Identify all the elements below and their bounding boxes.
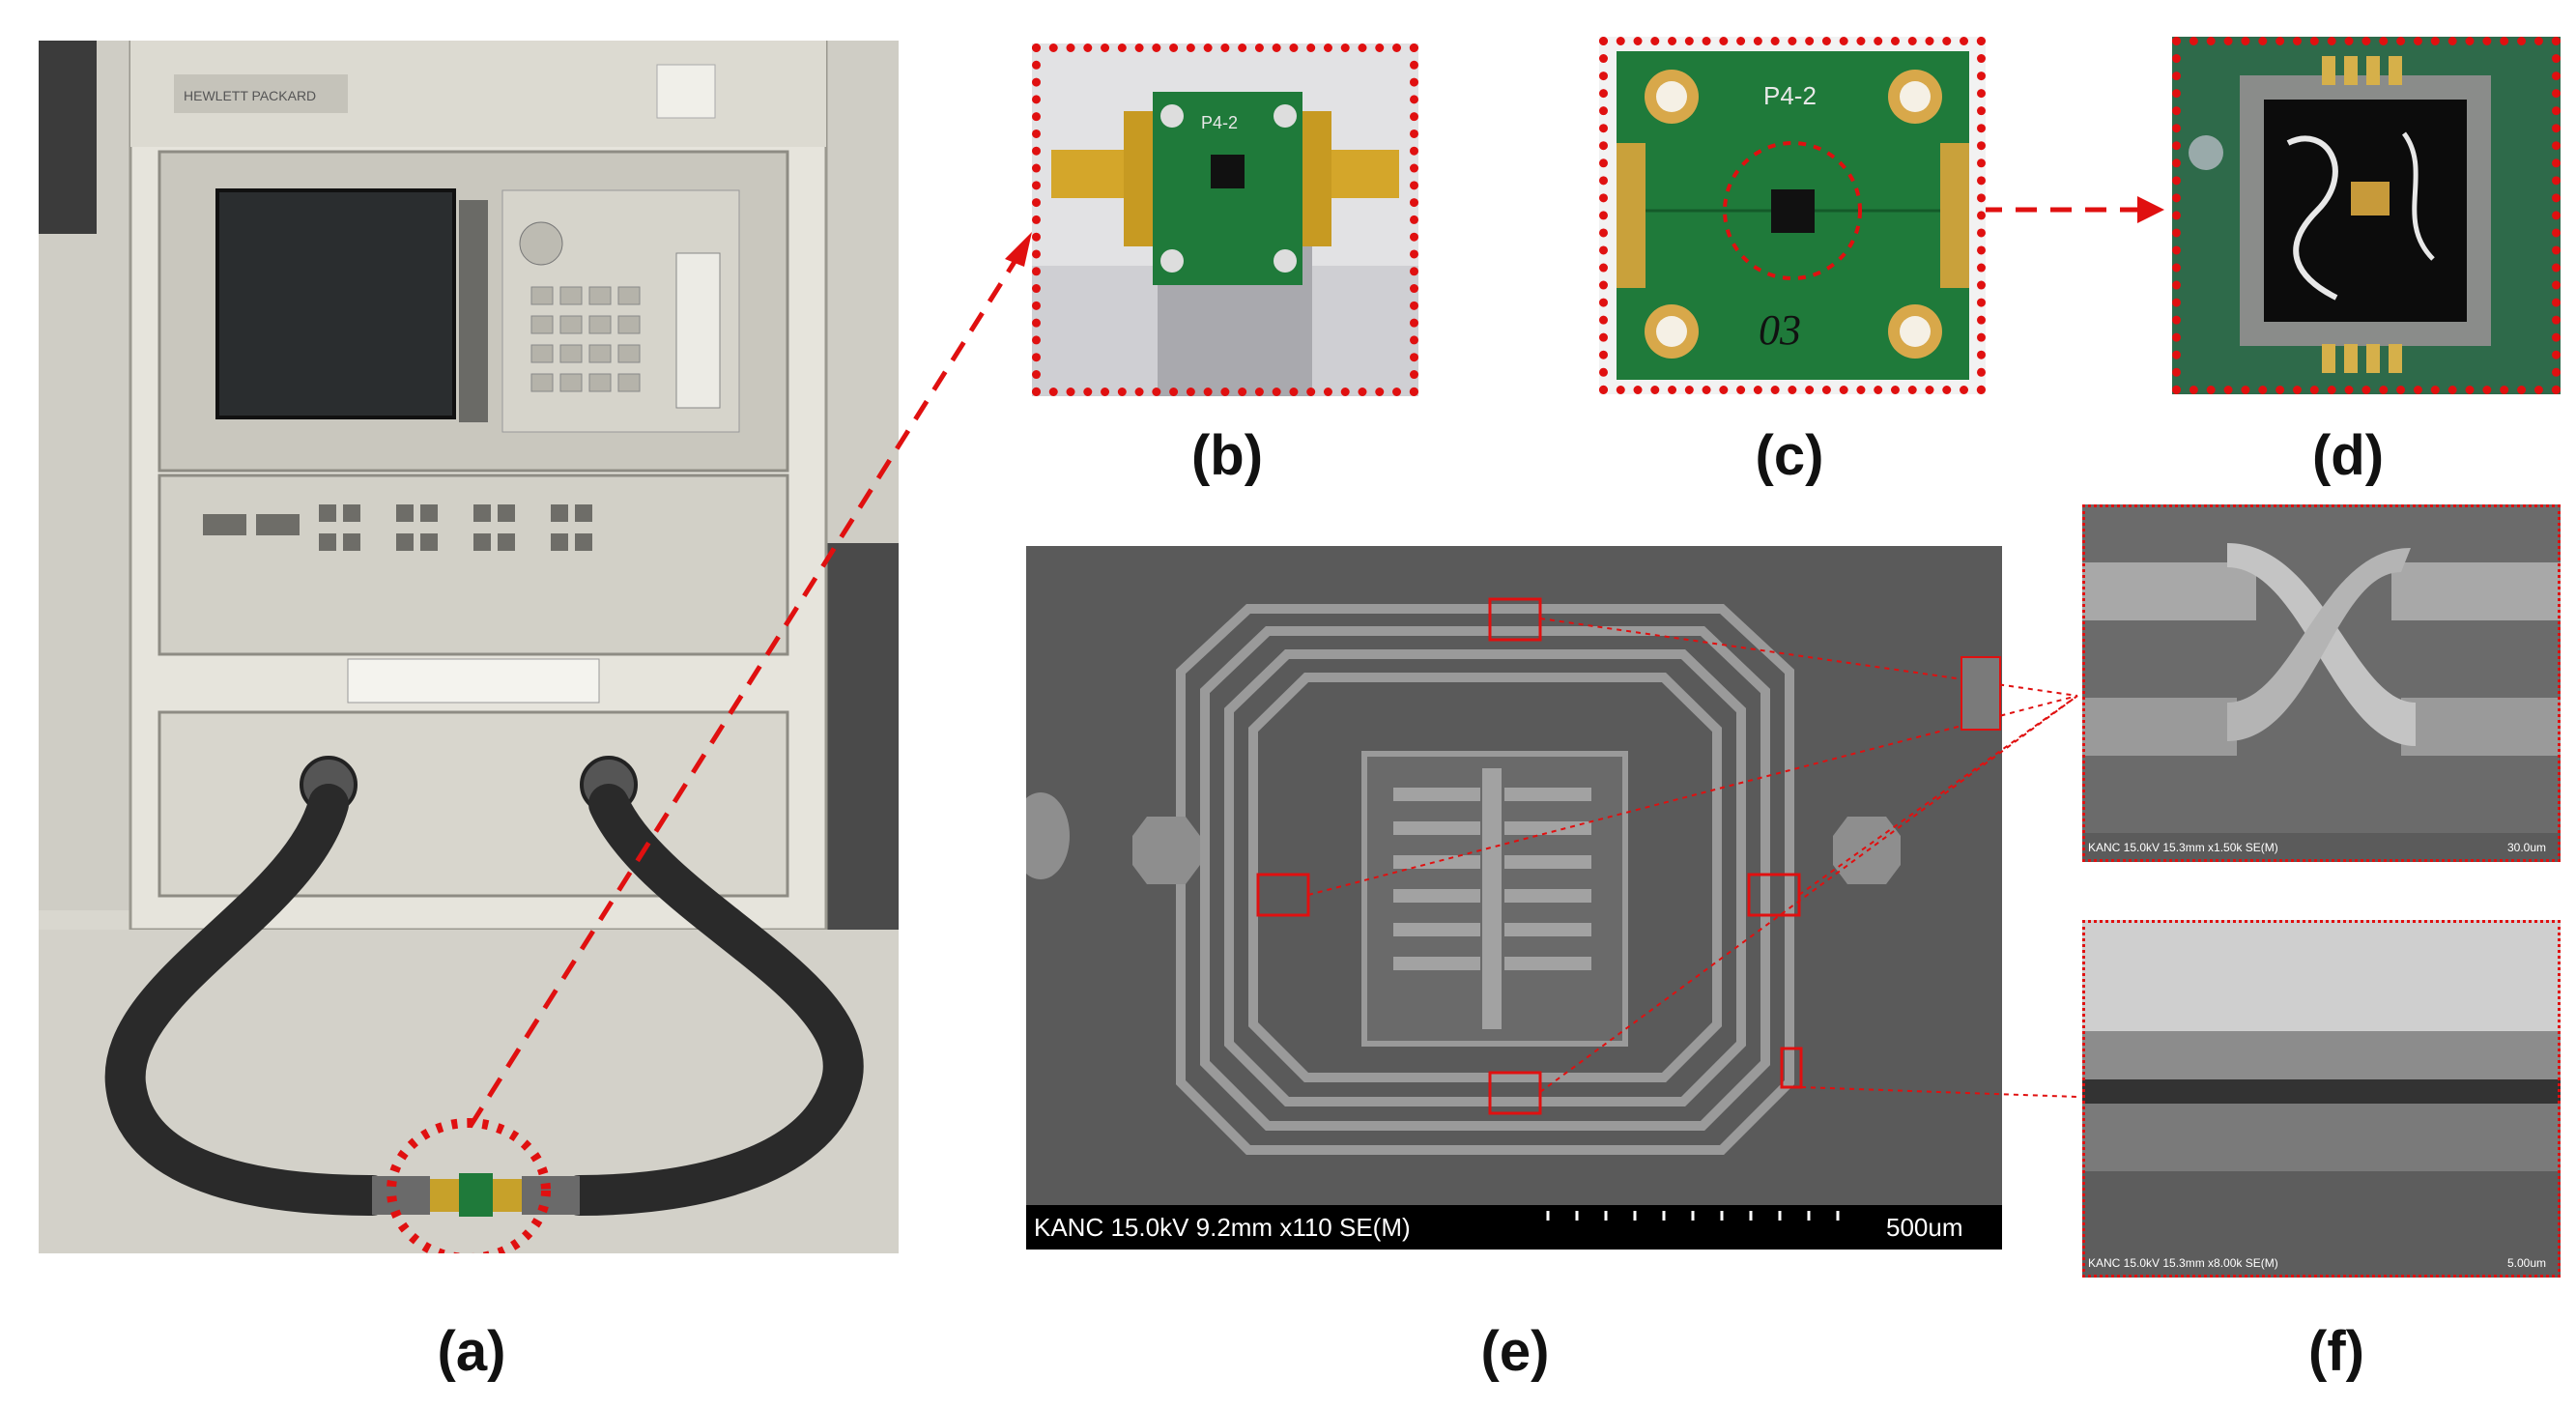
highlight-frame-f-bottom (2082, 920, 2561, 1278)
highlight-frame-d (2172, 37, 2561, 394)
sem-caption-f-top: KANC 15.0kV 15.3mm x1.50k SE(M) (2088, 841, 2278, 854)
svg-text:HEWLETT PACKARD: HEWLETT PACKARD (184, 88, 316, 103)
sem-caption-f-bottom: KANC 15.0kV 15.3mm x8.00k SE(M) (2088, 1256, 2278, 1270)
handwritten-label-c: 03 (1759, 306, 1801, 354)
sem-inductor-image: KANC 15.0kV 9.2mm x110 SE(M) 500um (1026, 546, 2002, 1250)
sem-caption-e: KANC 15.0kV 9.2mm x110 SE(M) (1034, 1213, 1411, 1242)
panel-label-f: (f) (2308, 1320, 2364, 1383)
sem-scale-f-bottom: 5.00um (2507, 1256, 2547, 1270)
panel-label-e: (e) (1480, 1320, 1550, 1383)
pcb-photo: P4-2 03 (1599, 37, 1986, 394)
sem-cross-section-image: KANC 15.0kV 15.3mm x8.00k SE(M) 5.00um (2082, 920, 2561, 1278)
panel-label-d: (d) (2311, 424, 2385, 487)
network-analyzer-photo: HEWLETT PACKARD (39, 41, 899, 1253)
sem-scale-f-top: 30.0um (2507, 841, 2547, 854)
highlight-frame-b (1032, 43, 1418, 396)
highlight-frame-f-top (2082, 504, 2561, 862)
sem-scale-e: 500um (1886, 1213, 1963, 1242)
panel-label-b: (b) (1190, 424, 1264, 487)
board-label-c: P4-2 (1763, 81, 1817, 110)
board-label-b: P4-2 (1201, 113, 1238, 132)
chip-photo (2172, 37, 2561, 394)
panel-label-a: (a) (437, 1320, 506, 1383)
panel-label-c: (c) (1755, 424, 1824, 487)
sem-crossover-image: KANC 15.0kV 15.3mm x1.50k SE(M) 30.0um (2082, 504, 2561, 862)
test-fixture-photo: P4-2 (1032, 43, 1418, 396)
highlight-frame-c (1599, 37, 1986, 394)
